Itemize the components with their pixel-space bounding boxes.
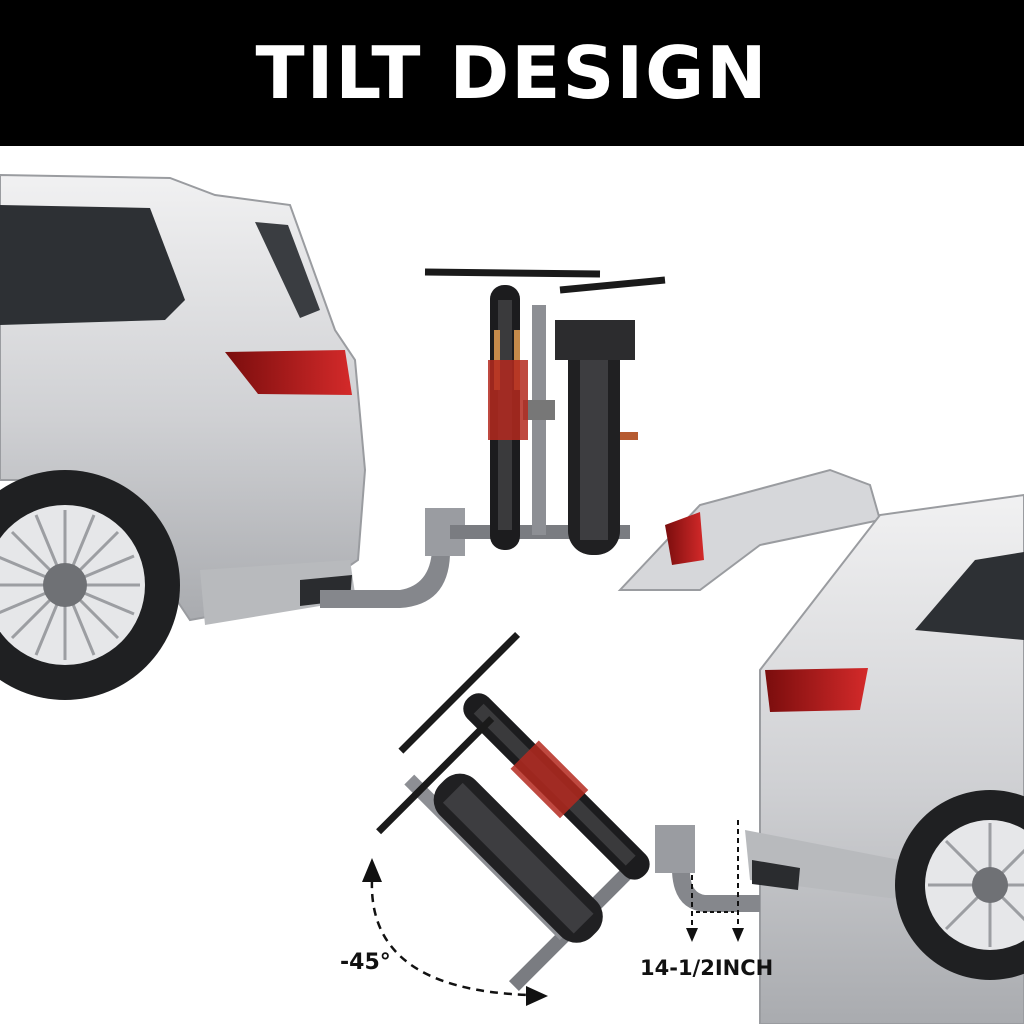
arrow-up-icon (362, 858, 382, 882)
bike-tilted-rear (376, 716, 603, 943)
tilt-arc-indicator (362, 858, 548, 1006)
rack-tilted (404, 774, 760, 992)
bike-rear-upright (555, 276, 666, 555)
tilt-angle-label: -45° (340, 950, 391, 975)
arrow-right-icon (526, 986, 548, 1006)
dimension-arrow-right-icon (732, 928, 744, 942)
title-banner: TILT DESIGN (0, 0, 1024, 146)
left-suv (0, 173, 367, 700)
page-title: TILT DESIGN (255, 31, 769, 115)
bike-front-upright (424, 268, 601, 550)
hitch-offset-label: 14-1/2INCH (640, 956, 774, 980)
bike-tilted-front (398, 631, 650, 880)
dimension-arrow-left-icon (686, 928, 698, 942)
right-suv (617, 468, 1024, 1024)
product-illustration (0, 173, 1024, 1024)
hitch-dimension (686, 820, 744, 942)
